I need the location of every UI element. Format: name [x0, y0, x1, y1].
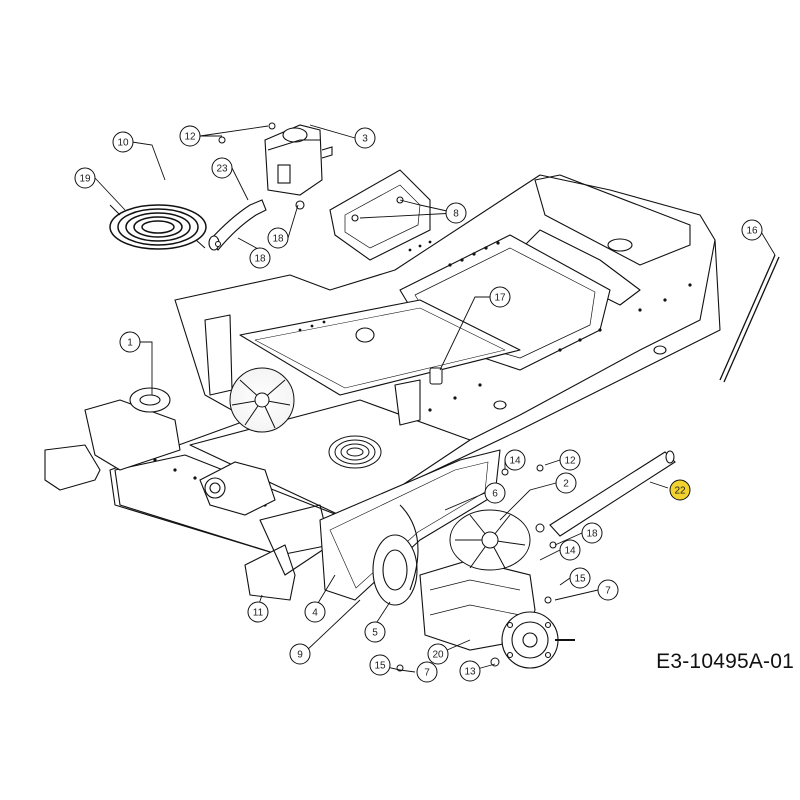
callout-17: 17: [489, 286, 511, 308]
callout-4: 4: [304, 601, 326, 623]
callouts: 10 19 12 3 23 8 18 18 16 17 1 14 12 22 6…: [74, 125, 763, 683]
callout-label: 5: [372, 628, 378, 639]
callout-18: 18: [267, 227, 289, 249]
callout-5: 5: [364, 621, 386, 643]
fan-grille-lower: [328, 435, 382, 469]
callout-label: 12: [564, 456, 576, 467]
callout-label: 4: [312, 608, 318, 619]
callout-6: 6: [484, 482, 506, 504]
callout-14: 14: [504, 449, 526, 471]
side-pulley-plate: [372, 504, 419, 606]
callout-label: 18: [254, 254, 266, 265]
callout-label: 19: [79, 174, 91, 185]
callout-1: 1: [119, 331, 141, 353]
transaxle-fan: [449, 509, 531, 571]
callout-7: 7: [416, 661, 438, 683]
callout-3: 3: [354, 127, 376, 149]
coolant-hose: [208, 199, 305, 251]
callout-label: 12: [184, 132, 196, 143]
callout-label: 11: [253, 608, 264, 619]
callout-label: 15: [374, 661, 386, 672]
callout-label: 18: [272, 234, 284, 245]
callout-label: 15: [574, 574, 586, 585]
callout-18: 18: [581, 522, 603, 544]
callout-18: 18: [249, 247, 271, 269]
callout-12: 12: [559, 449, 581, 471]
callout-14: 14: [559, 539, 581, 561]
leader-lines: [94, 124, 776, 673]
axle-tube: [549, 450, 676, 537]
callout-7: 7: [597, 579, 619, 601]
callout-label: 8: [453, 209, 459, 220]
spiral-fan-guard: [109, 204, 207, 250]
callout-label: 20: [432, 650, 444, 661]
rear-pulley-assembly: [129, 387, 171, 413]
callout-16: 16: [741, 219, 763, 241]
callout-label: 22: [674, 486, 686, 497]
callout-label: 17: [494, 293, 506, 304]
callout-label: 7: [605, 586, 611, 597]
callout-13: 13: [459, 660, 481, 682]
callout-label: 6: [492, 489, 498, 500]
callout-11: 11: [247, 601, 269, 623]
callout-label: 14: [564, 546, 576, 557]
callout-15: 15: [369, 654, 391, 676]
callout-label: 16: [746, 226, 758, 237]
hardware-bolts: [215, 122, 557, 672]
hose-clip: [429, 367, 443, 385]
diagram-reference-code: E3-10495A-01: [656, 650, 794, 673]
cooling-fan-upper: [229, 367, 295, 433]
callout-12: 12: [179, 125, 201, 147]
transaxle-right: [419, 559, 575, 669]
callout-label: 1: [127, 338, 133, 349]
control-rod: [719, 254, 780, 383]
callout-label: 3: [362, 134, 368, 145]
callout-label: 14: [509, 456, 521, 467]
callout-label: 18: [586, 529, 598, 540]
gearbox-left: [199, 461, 276, 516]
mounting-bracket: [329, 169, 431, 261]
callout-2: 2: [555, 472, 577, 494]
callout-label: 13: [464, 667, 476, 678]
callout-9: 9: [289, 643, 311, 665]
callout-22-highlighted: 22: [669, 479, 691, 501]
callout-15: 15: [569, 567, 591, 589]
coolant-reservoir: [264, 124, 333, 196]
callout-10: 10: [112, 131, 134, 153]
callout-23: 23: [211, 157, 233, 179]
callout-label: 7: [424, 668, 430, 679]
callout-19: 19: [74, 167, 96, 189]
callout-label: 2: [563, 479, 569, 490]
callout-8: 8: [445, 202, 467, 224]
callout-label: 23: [216, 164, 228, 175]
callout-label: 9: [297, 650, 303, 661]
callout-label: 10: [117, 138, 129, 149]
callout-20: 20: [427, 643, 449, 665]
